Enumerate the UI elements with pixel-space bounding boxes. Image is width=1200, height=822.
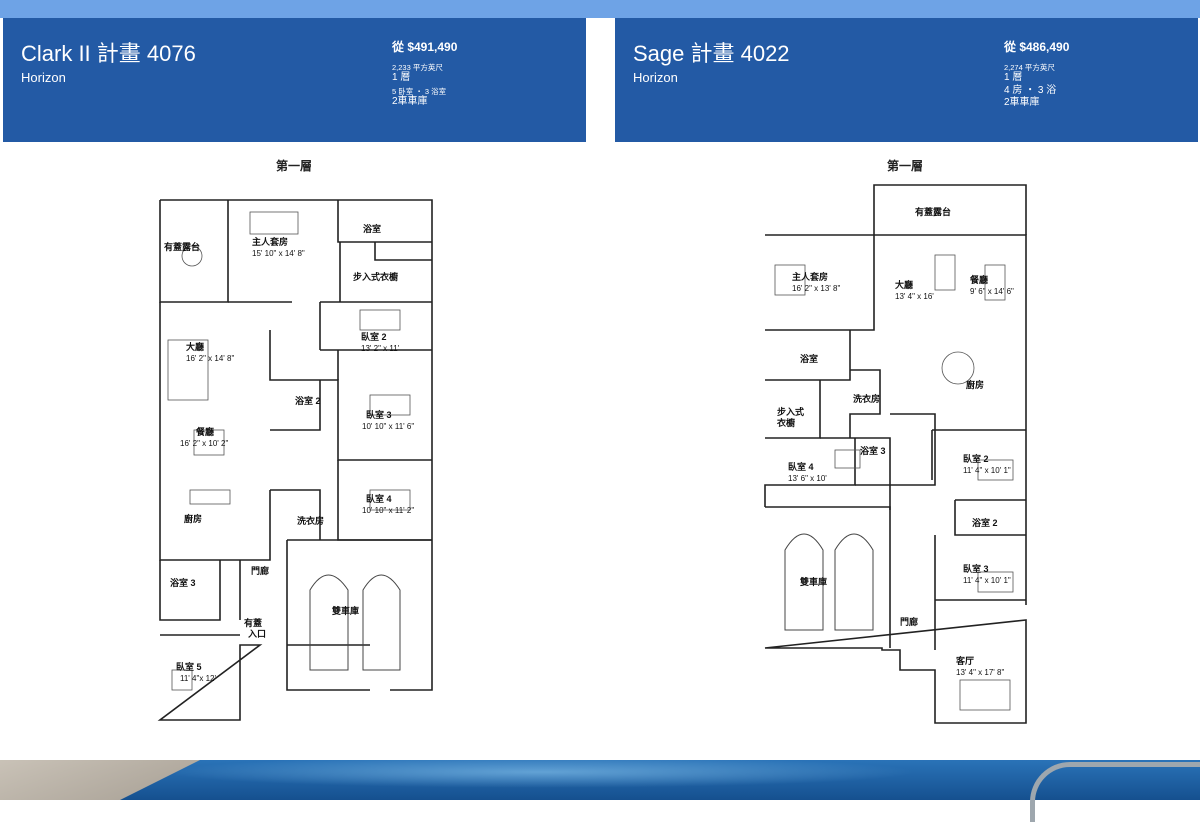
room-walkin: 步入式 [777,406,804,417]
room-dining-dim: 16' 2" x 10' 2" [180,439,228,448]
community-name: Horizon [633,70,678,85]
room-dining: 餐廳 [195,426,214,437]
room-bath3: 浴室 3 [170,577,196,588]
plan-title[interactable]: Sage 計畫 4022 [633,41,790,66]
room-great: 大廳 [895,279,913,290]
room-foyer: 門廊 [251,565,269,576]
plan-card-header-sage[interactable]: Sage 計畫 4022 Horizon 從 $486,490 2,274 平方… [615,18,1198,142]
room-bed4: 臥室 4 [788,461,814,472]
room-bed2-dim: 11' 4" x 10' 1" [963,466,1011,475]
plan-title[interactable]: Clark II 計畫 4076 [21,41,196,66]
room-master: 主人套房 [252,236,288,247]
room-garage: 雙車庫 [332,605,359,616]
room-bed3-dim: 11' 4" x 10' 1" [963,576,1011,585]
room-walkin: 步入式衣櫥 [353,271,398,282]
room-bed2: 臥室 2 [361,331,387,342]
floor-plan-drawing: 有蓋露台 主人套房 16' 2" x 13' 8" 大廳 13' 4" x 16… [764,184,1027,724]
floor-label: 第一層 [276,159,313,173]
room-great-dim: 13' 4" x 16' [895,292,934,301]
room-bath3: 浴室 3 [860,445,886,456]
room-entry: 有蓋 [244,617,262,628]
room-bed2: 臥室 2 [963,453,989,464]
room-kitchen: 廚房 [184,513,202,524]
plan-specs: 從 $486,490 2,274 平方英尺 1 層 4 房 ・ 3 浴 2車車庫 [1004,40,1069,110]
room-bed5: 臥室 5 [176,661,202,672]
room-bed4-dim: 13' 6" x 10' [788,474,827,483]
room-living-dim: 13' 4" x 17' 8" [956,668,1004,677]
plan-garage: 2車車庫 [392,96,428,108]
room-dining-dim: 9' 6" x 14' 6" [970,287,1014,296]
community-name: Horizon [21,70,66,85]
room-bath2: 浴室 2 [972,517,998,528]
room-bed4: 臥室 4 [366,493,392,504]
room-bath2: 浴室 2 [295,395,321,406]
floor-label: 第一層 [887,159,924,173]
plan-garage: 2車車庫 [1004,97,1040,109]
floor-plan-drawing: 有蓋露台 主人套房 15' 10" x 14' 8" 浴室 步入式衣櫥 大廳 1… [157,199,433,721]
room-master-dim: 15' 10" x 14' 8" [252,249,305,258]
plan-stories: 1 層 [1004,72,1023,84]
room-bed3: 臥室 3 [963,563,989,574]
room-living: 客厅 [955,655,974,666]
pool-photo-strip [0,760,1200,800]
room-master: 主人套房 [792,271,828,282]
top-bar [0,0,1200,18]
room-bed3: 臥室 3 [366,409,392,420]
room-master-dim: 16' 2" x 13' 8" [792,284,840,293]
room-great: 大廳 [186,341,204,352]
room-garage: 雙車庫 [800,576,827,587]
plan-sqft: 2,274 平方英尺 [1004,63,1055,72]
room-bed4-dim: 10' 10" x 11' 2" [362,506,414,515]
floor-plan-sage[interactable]: 有蓋露台 主人套房 16' 2" x 13' 8" 大廳 13' 4" x 16… [760,180,1040,730]
room-laundry: 洗衣房 [853,393,880,404]
room-covered-patio: 有蓋露台 [164,241,200,252]
room-foyer: 門廊 [900,616,918,627]
room-bath: 浴室 [363,223,381,234]
room-bed2-dim: 13' 2" x 11' [361,344,400,353]
room-great-dim: 16' 2" x 14' 8" [186,354,234,363]
room-bath: 浴室 [800,353,818,364]
room-kitchen: 廚房 [966,379,984,390]
pool-handrail [1030,762,1200,822]
plan-sqft: 2,233 平方英尺 [392,63,443,72]
plan-card-header-clark[interactable]: Clark II 計畫 4076 Horizon 從 $491,490 2,23… [3,18,586,142]
room-dining: 餐廳 [969,274,988,285]
plan-beds-baths: 5 卧室 ・ 3 浴室 [392,86,447,96]
room-laundry: 洗衣房 [297,515,324,526]
room-bed5-dim: 11' 4"x 12' [180,674,216,683]
plan-price: 從 $486,490 [1004,40,1070,54]
plan-specs: 從 $491,490 2,233 平方英尺 1 層 5 卧室 ・ 3 浴室 2車… [392,40,457,109]
plan-beds-baths: 4 房 ・ 3 浴 [1004,84,1057,96]
plan-price: 從 $491,490 [392,40,458,54]
room-labels: 有蓋露台 主人套房 16' 2" x 13' 8" 大廳 13' 4" x 16… [777,206,1014,677]
plan-stories: 1 層 [392,72,411,84]
room-entry2: 入口 [247,629,266,639]
room-covered-patio: 有蓋露台 [915,206,951,217]
room-labels: 有蓋露台 主人套房 15' 10" x 14' 8" 浴室 步入式衣櫥 大廳 1… [164,223,414,683]
floor-plan-clark[interactable]: 有蓋露台 主人套房 15' 10" x 14' 8" 浴室 步入式衣櫥 大廳 1… [150,190,450,730]
room-bed3-dim: 10' 10" x 11' 6" [362,422,414,431]
room-walkin2: 衣櫥 [777,417,795,428]
